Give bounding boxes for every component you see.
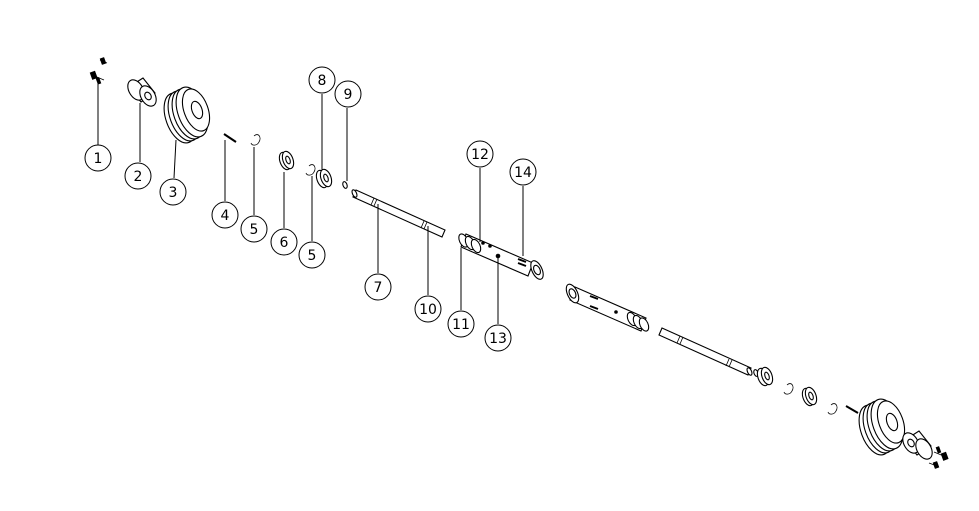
pulley-right [858, 398, 906, 456]
svg-text:11: 11 [452, 317, 470, 333]
svg-text:14: 14 [514, 165, 532, 181]
part-11-housing-tube [458, 233, 544, 280]
callout-11: 11 [447, 310, 475, 338]
retaining-ring-right-b [827, 403, 838, 415]
leader-lines [97, 82, 524, 324]
callout-9: 9 [334, 80, 362, 108]
bearing-right-b [801, 386, 818, 407]
callout-7: 7 [364, 273, 392, 301]
svg-text:5: 5 [250, 222, 259, 238]
svg-text:5: 5 [308, 248, 317, 264]
callout-4: 4 [211, 201, 239, 229]
retaining-ring-right-a [783, 383, 794, 395]
svg-text:3: 3 [169, 185, 178, 201]
part-6-bearing [278, 150, 295, 171]
svg-text:7: 7 [374, 280, 383, 296]
set-screws-right [928, 446, 949, 469]
callout-3: 3 [159, 178, 187, 206]
callout-13: 13 [484, 324, 512, 352]
part-4-key [223, 133, 237, 143]
key-right [845, 405, 859, 414]
hub-right [902, 430, 933, 460]
callout-6: 6 [270, 228, 298, 256]
housing-tube-right [565, 283, 650, 332]
part-7-shaft [351, 189, 446, 238]
svg-text:8: 8 [318, 73, 327, 89]
callout-5-upper: 5 [240, 215, 268, 243]
callout-2: 2 [124, 162, 152, 190]
shaft-right [658, 327, 753, 376]
part-9-o-ring [342, 181, 348, 189]
callout-14: 14 [509, 158, 537, 186]
part-5-retaining-ring-b [305, 164, 316, 176]
svg-text:13: 13 [489, 331, 507, 347]
part-5-retaining-ring-a [250, 134, 261, 146]
callout-10: 10 [414, 295, 442, 323]
svg-text:6: 6 [280, 235, 289, 251]
part-3-pulley [163, 86, 211, 144]
svg-text:2: 2 [134, 169, 143, 185]
svg-text:9: 9 [344, 87, 353, 103]
svg-text:10: 10 [419, 302, 437, 318]
part-2-hub-bushing [127, 77, 157, 107]
svg-text:1: 1 [94, 151, 103, 167]
svg-text:12: 12 [471, 147, 489, 163]
callout-8: 8 [308, 66, 336, 94]
part-8-bearing [315, 168, 333, 189]
bearing-right-a [756, 366, 774, 387]
svg-text:4: 4 [221, 208, 230, 224]
callout-1: 1 [84, 144, 112, 172]
callout-5-lower: 5 [298, 241, 326, 269]
callout-12: 12 [466, 140, 494, 168]
part-1-set-screws [89, 57, 108, 85]
